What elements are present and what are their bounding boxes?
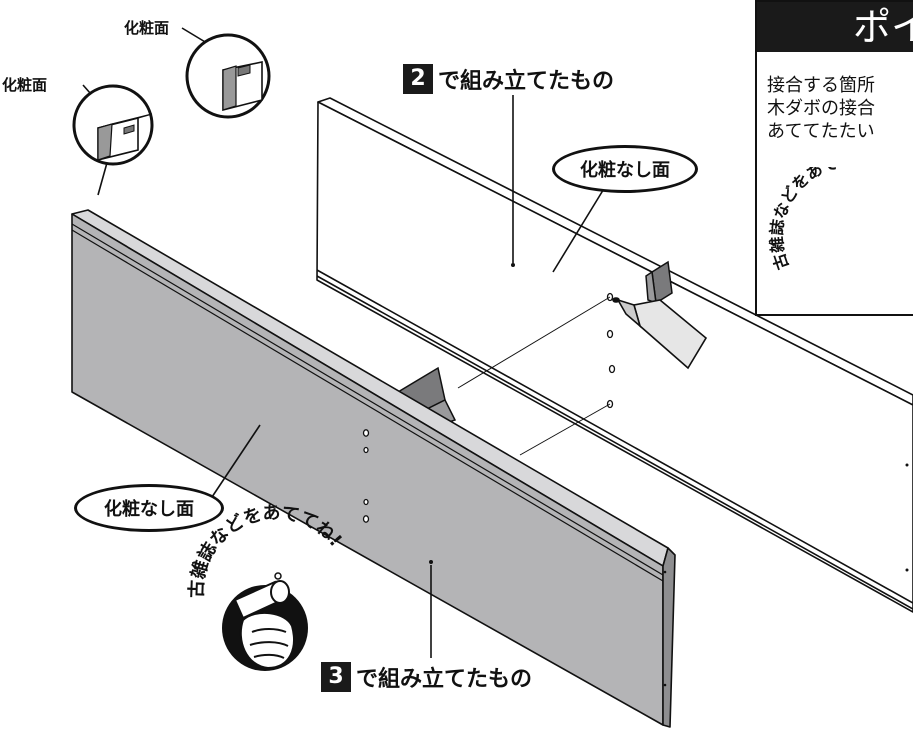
step-2-caption: 2 で組み立てたもの (403, 63, 614, 95)
point-line: 接合する箇所 (767, 75, 875, 96)
step-text: で組み立てたもの (438, 69, 615, 94)
dowel-hole (606, 329, 614, 339)
front-panel (71, 209, 676, 728)
magnifier-left (72, 84, 154, 166)
dowel-hole (608, 364, 616, 374)
cosmetic-face-label: 化粧面 (2, 76, 48, 94)
no-cosmetic-face-oval: 化粧なし面 (74, 484, 224, 532)
magnifier-right (185, 33, 271, 119)
point-text: 接合する箇所 木ダボの接合 あててたたい (757, 52, 913, 143)
point-line: あててたたい (767, 121, 875, 142)
step-number: 2 (403, 64, 433, 94)
point-title: ポイ (757, 2, 913, 52)
no-cosmetic-face-oval: 化粧なし面 (552, 145, 698, 193)
screw-mark (905, 568, 909, 572)
point-tip-arc: 古雑誌などをあて (767, 167, 840, 272)
point-tip-text: 古雑誌などをあて (767, 167, 840, 272)
cosmetic-face-label: 化粧面 (124, 19, 170, 37)
front-panel-holes (362, 429, 370, 523)
glue-bottle-icon (612, 297, 708, 370)
pointer-dot (429, 560, 433, 564)
pointer-dot (511, 263, 515, 267)
oval-label: 化粧なし面 (104, 499, 194, 520)
step-number: 3 (321, 662, 351, 692)
hammer-fist-icon (222, 572, 308, 671)
point-box: ポイ 接合する箇所 木ダボの接合 あててたたい 古雑誌などをあて (755, 0, 913, 316)
back-panel (316, 97, 913, 613)
oval-label: 化粧なし面 (580, 160, 670, 181)
partition-right (645, 260, 673, 305)
alignment-lines (457, 296, 611, 456)
step-text: で組み立てたもの (356, 667, 533, 692)
step-3-caption: 3 で組み立てたもの (321, 661, 532, 693)
screw-mark (905, 463, 909, 467)
point-line: 木ダボの接合 (767, 98, 875, 119)
